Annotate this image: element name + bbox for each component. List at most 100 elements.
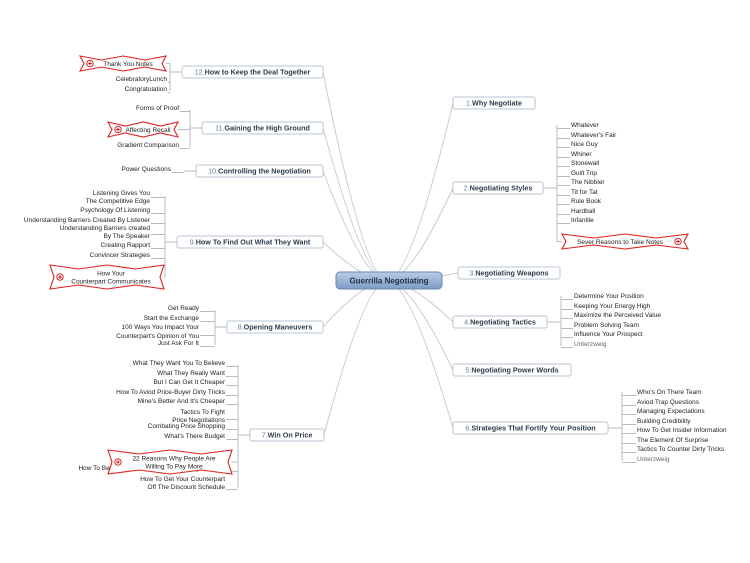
leaf-item: Stonewall — [571, 160, 600, 167]
callout-frame — [49, 264, 165, 290]
leaf-item: Just Ask For It — [158, 340, 199, 347]
leaf-item: Whiner — [571, 151, 592, 158]
branch-label: 11.Gaining the High Ground — [215, 124, 310, 133]
expand-plus-icon[interactable] — [56, 273, 64, 281]
leaf-item: Start the Exchange — [144, 315, 200, 322]
branch-box[interactable] — [452, 181, 544, 195]
leaf-item: Combating Price Shopping — [148, 423, 226, 430]
expand-plus-icon[interactable] — [86, 59, 94, 68]
leaf-item: Gradient Comparison — [117, 142, 179, 149]
branch-8[interactable]: 8.Opening Maneuvers — [226, 320, 324, 334]
branch-title: Why Negotiate — [472, 99, 522, 108]
branch-box[interactable] — [457, 266, 561, 280]
leaf-item: What They Want You To Believe — [133, 360, 226, 367]
branch-number: 1. — [466, 99, 472, 108]
expand-plus-icon[interactable] — [674, 237, 682, 246]
branch-7[interactable]: 7.Win On Price — [249, 428, 325, 442]
branch-title: Gaining the High Ground — [225, 124, 310, 133]
leaf-item: What's There Budget — [164, 433, 225, 440]
leaf-item: The Element Of Surprise — [637, 437, 709, 444]
central-topic[interactable]: Guerrilla Negotiating — [335, 271, 443, 290]
leaf-item: Influence Your Prospect — [574, 331, 643, 338]
branch-number: 10. — [208, 167, 218, 176]
leaf-item: Forms of Proof — [136, 105, 179, 112]
branch-title: Win On Price — [268, 431, 313, 440]
branch-box[interactable] — [452, 96, 536, 110]
branch-box[interactable] — [452, 315, 548, 329]
branch-4[interactable]: 4.Negotiating Tactics — [452, 315, 548, 329]
branch-box[interactable] — [195, 164, 324, 178]
branch-label: 10.Controlling the Negotiation — [208, 167, 311, 176]
branch-3[interactable]: 3.Negotiating Weapons — [457, 266, 561, 280]
branch-number: 7. — [262, 431, 268, 440]
branch-label: 5.Negotiating Power Words — [465, 366, 558, 375]
branch-title: Controlling the Negotiation — [218, 167, 311, 176]
leaf-item: Guilt Trip — [571, 170, 597, 177]
branch-number: 3. — [469, 269, 475, 278]
leaf-item: Mine's Better And It's Cheaper — [138, 398, 226, 405]
branch-connector — [322, 71, 388, 282]
leaf-item: CelebratoryLunch — [116, 76, 168, 83]
branch-number: 2. — [464, 184, 470, 193]
leaf-item: Whatever's Fair — [571, 132, 617, 139]
branch-2[interactable]: 2.Negotiating Styles — [452, 181, 544, 195]
branch-label: 4.Negotiating Tactics — [464, 318, 536, 327]
branch-number: 11. — [215, 124, 224, 133]
leaf-item: What They Really Want — [157, 370, 225, 377]
branch-box[interactable] — [181, 65, 324, 79]
branch-number: 12. — [195, 68, 205, 77]
leaf-item: Unterzweig — [574, 341, 607, 348]
branch-box[interactable] — [452, 421, 609, 435]
leaf-item: Rule Book — [571, 198, 602, 205]
callout-frame — [561, 233, 689, 250]
branch-box[interactable] — [201, 121, 324, 135]
expand-plus-icon[interactable] — [114, 458, 122, 466]
branch-number: 5. — [465, 366, 471, 375]
leaf-item: Convincer Strategies — [90, 252, 151, 259]
leaf-item: Building Credibility — [637, 418, 691, 425]
branch-5[interactable]: 5.Negotiating Power Words — [452, 363, 572, 377]
branch-box[interactable] — [452, 363, 572, 377]
branch-connector — [323, 280, 388, 436]
branch-number: 9. — [190, 238, 196, 247]
branch-label: 12.How to Keep the Deal Together — [195, 68, 311, 77]
branch-box[interactable] — [176, 235, 324, 249]
leaf-item: Managing Expectations — [637, 408, 705, 415]
callout-frame — [78, 55, 168, 72]
leaf-item: Creating Rapport — [101, 242, 151, 249]
leaf-item: Tit for Tat — [571, 189, 598, 196]
leaf-callout[interactable]: Sever Reasons to Take Notes — [561, 233, 689, 250]
leaf-item: Maximize the Perceived Value — [574, 312, 661, 319]
branch-10[interactable]: 10.Controlling the Negotiation — [195, 164, 324, 178]
branch-title: Negotiating Tactics — [470, 318, 536, 327]
leaf-item: The Nibbler — [571, 179, 605, 186]
central-topic-box[interactable] — [335, 271, 443, 290]
callout-frame — [106, 121, 180, 138]
branch-12[interactable]: 12.How to Keep the Deal Together — [181, 65, 324, 79]
branch-11[interactable]: 11.Gaining the High Ground — [201, 121, 324, 135]
branch-10-leaves: Power Questions — [122, 166, 196, 173]
branch-box[interactable] — [226, 320, 324, 334]
leaf-callout[interactable]: Thank You Notes — [78, 55, 168, 72]
leaf-item: Problem Solving Team — [574, 322, 639, 329]
branch-box[interactable] — [249, 428, 325, 442]
branch-label: 8.Opening Maneuvers — [238, 323, 313, 332]
branch-1[interactable]: 1.Why Negotiate — [452, 96, 536, 110]
branch-9[interactable]: 9.How To Find Out What They Want — [176, 235, 324, 249]
expand-plus-icon[interactable] — [114, 125, 122, 134]
leaf-item: But I Can Get It Cheaper — [153, 379, 225, 386]
leaf-callout[interactable]: Affecting Recall — [106, 121, 180, 138]
branch-label: 3.Negotiating Weapons — [469, 269, 548, 278]
branch-6[interactable]: 6.Strategies That Fortify Your Position — [452, 421, 609, 435]
leaf-item: Keeping Your Energy High — [574, 303, 651, 310]
